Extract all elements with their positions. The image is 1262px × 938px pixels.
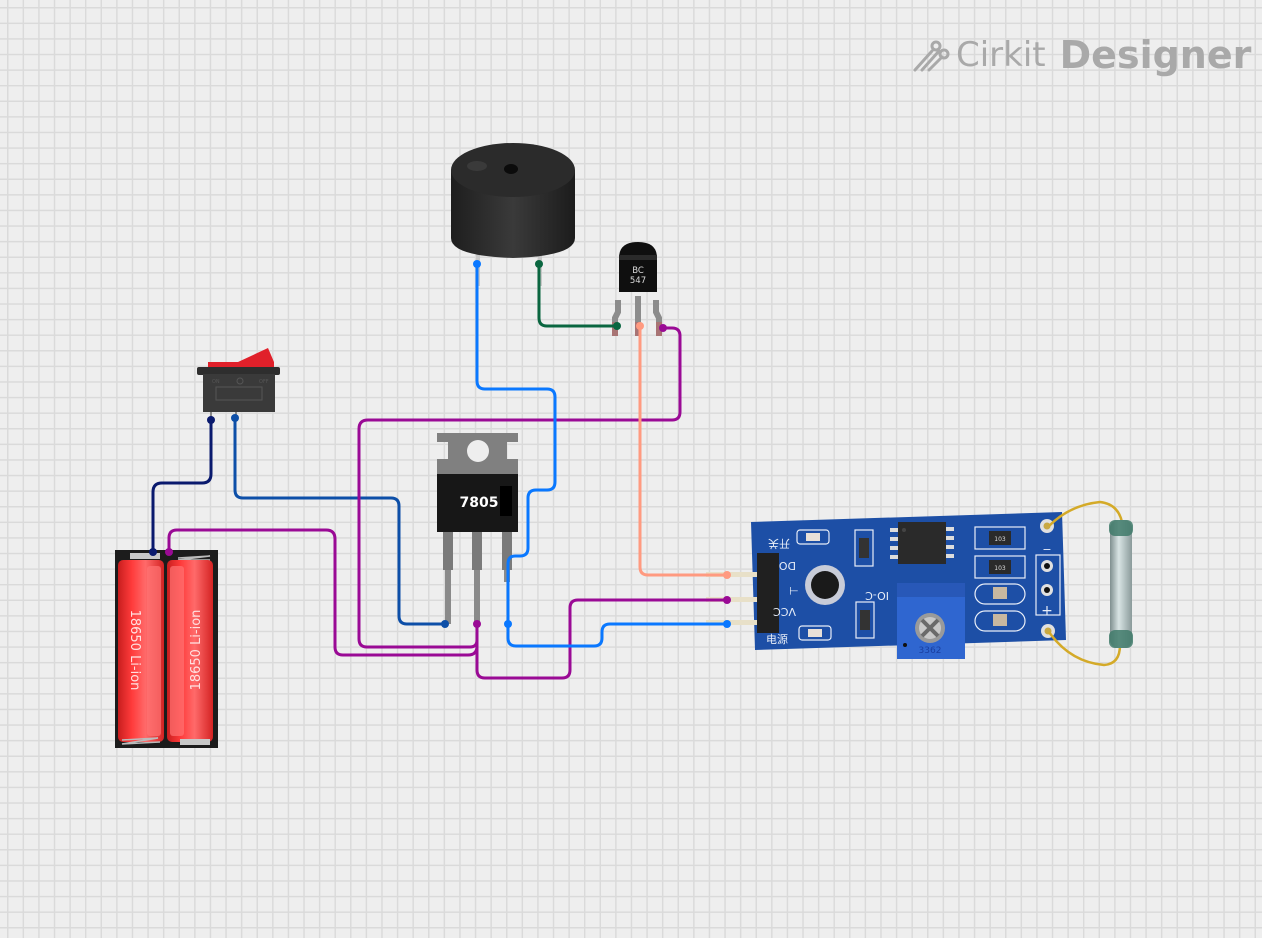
sensor-led-power xyxy=(808,629,822,637)
reed-glass xyxy=(1110,520,1132,648)
transistor-bc547[interactable]: BC 547 xyxy=(612,242,662,336)
transistor-label-line2: 547 xyxy=(630,276,646,286)
sensor-label-minus: − xyxy=(1042,543,1051,556)
wire-switch-to-regulator-in[interactable] xyxy=(233,416,447,626)
wire-transistor-emitter-to-regulator-gnd[interactable] xyxy=(357,326,682,649)
sensor-led-do xyxy=(806,533,820,541)
endpoint-sensor-vcc[interactable] xyxy=(723,620,731,628)
sensor-pin-do xyxy=(706,572,766,577)
buzzer-hole xyxy=(504,164,518,174)
endpoint-regulator-input[interactable] xyxy=(441,620,449,628)
sensor-header xyxy=(757,553,779,633)
buzzer[interactable] xyxy=(451,143,575,286)
rocker-body xyxy=(203,374,275,412)
endpoint-transistor-collector[interactable] xyxy=(613,322,621,330)
endpoint-battery-pos[interactable] xyxy=(165,548,173,556)
rocker-label-off: OFF xyxy=(259,379,269,385)
endpoint-buzzer-pin1[interactable] xyxy=(473,260,481,268)
sensor-mount-hole xyxy=(811,571,839,599)
brand-designer: Designer xyxy=(1059,33,1252,77)
transistor-label-line1: BC xyxy=(632,266,644,276)
sensor-pcb xyxy=(751,512,1066,650)
sensor-smd-resistors: 103 103 xyxy=(974,526,1026,632)
endpoint-switch-pin1[interactable] xyxy=(207,416,215,424)
endpoint-battery-neg[interactable] xyxy=(149,548,157,556)
sensor-label-vcc: VCC xyxy=(773,605,796,618)
pot-code: 3362 xyxy=(919,646,942,656)
wire-regulator-out-to-sensor-vcc[interactable] xyxy=(506,622,729,648)
wires xyxy=(151,262,729,680)
regulator-label: 7805 xyxy=(460,495,499,511)
sensor-pin-vcc xyxy=(706,620,766,625)
endpoint-buzzer-pin2[interactable] xyxy=(535,260,543,268)
sensor-pin-gnd xyxy=(706,597,766,602)
sensor-label-gnd: ⊥ xyxy=(787,586,800,596)
reed-sensor-module[interactable]: 开关 DO ⊥ VCC 电源 IO-C xyxy=(706,512,1066,659)
voltage-regulator-7805[interactable]: 7805 xyxy=(437,433,518,624)
wire-battery-neg-to-switch[interactable] xyxy=(151,418,213,554)
wire-regulator-gnd-to-sensor-gnd[interactable] xyxy=(475,598,729,680)
wire-buzzer-to-transistor-collector[interactable] xyxy=(537,262,619,328)
sensor-label-do: DO xyxy=(779,559,796,572)
sensor-potentiometer[interactable]: 3362 xyxy=(897,583,965,659)
endpoint-transistor-emitter[interactable] xyxy=(659,324,667,332)
sensor-label-plus: + xyxy=(1041,603,1053,619)
sensor-label-power-cn: 电源 xyxy=(766,632,788,646)
wire-transistor-base-to-sensor-do[interactable] xyxy=(638,324,729,577)
endpoint-sensor-do[interactable] xyxy=(723,571,731,579)
wire-endpoints xyxy=(149,260,731,628)
wire-battery-pos-to-regulator-gnd[interactable] xyxy=(167,528,479,657)
svg-text:103: 103 xyxy=(994,536,1006,543)
endpoint-switch-pin2[interactable] xyxy=(231,414,239,422)
endpoint-regulator-ground[interactable] xyxy=(473,620,481,628)
transistor-body xyxy=(619,242,657,292)
rocker-switch[interactable]: ON OFF xyxy=(197,348,280,420)
sensor-label-io: IO-C xyxy=(865,589,889,602)
endpoint-transistor-base[interactable] xyxy=(636,322,644,330)
reed-lead-bottom xyxy=(1047,631,1122,667)
rocker-label-on: ON xyxy=(212,379,220,385)
circuit-traces-icon xyxy=(913,40,950,72)
regulator-pin-input xyxy=(445,570,451,624)
sensor-label-switch-cn: 开关 xyxy=(768,537,790,551)
endpoint-regulator-output[interactable] xyxy=(504,620,512,628)
battery-cell-1-label: 18650 Li-ion xyxy=(127,610,142,691)
rocker-actuator[interactable] xyxy=(208,348,274,372)
sensor-comparator-ic xyxy=(890,522,954,564)
reed-switch[interactable] xyxy=(1047,500,1133,667)
regulator-pin-ground xyxy=(474,570,480,624)
cirkit-designer-logo: Cirkit Designer xyxy=(912,30,1251,80)
svg-text:103: 103 xyxy=(994,565,1006,572)
wire-buzzer-to-regulator-out[interactable] xyxy=(475,262,557,626)
battery-cell-2-label: 18650 Li-ion xyxy=(189,610,204,691)
battery-holder[interactable]: 18650 Li-ion 18650 Li-ion xyxy=(115,550,218,748)
reed-lead-top xyxy=(1048,500,1124,527)
endpoint-sensor-gnd[interactable] xyxy=(723,596,731,604)
brand-cirkit: Cirkit xyxy=(956,35,1046,75)
